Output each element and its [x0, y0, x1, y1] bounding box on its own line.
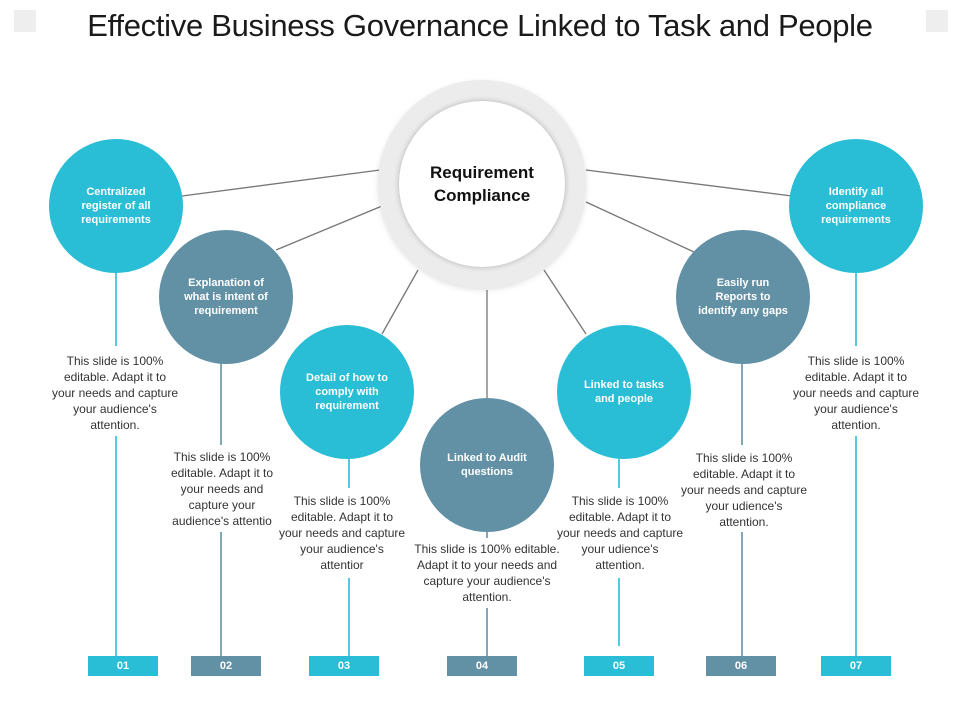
desc-03: This slide is 100% editable. Adapt it to…	[278, 494, 406, 572]
hub-circle: Requirement Compliance	[399, 101, 565, 267]
spoke-02	[275, 205, 383, 251]
spoke-07	[585, 169, 793, 197]
node-07-label: Identify all compliance requirements	[821, 186, 891, 226]
badge-06: 06	[706, 656, 776, 676]
node-06: Easily run Reports to identify any gaps	[676, 230, 810, 364]
corner-decoration-right	[926, 10, 948, 32]
spoke-03	[381, 269, 419, 335]
badge-04: 04	[447, 656, 517, 676]
node-04-label: Linked to Audit questions	[447, 452, 527, 478]
spoke-06	[585, 201, 695, 253]
hub-label: Requirement Compliance	[430, 163, 534, 205]
desc-07: This slide is 100% editable. Adapt it to…	[792, 354, 920, 432]
desc-06: This slide is 100% editable. Adapt it to…	[680, 451, 808, 529]
badge-02: 02	[191, 656, 261, 676]
node-01-label: Centralized register of all requirements	[81, 186, 151, 226]
badge-07: 07	[821, 656, 891, 676]
node-03: Detail of how to comply with requirement	[280, 325, 414, 459]
node-05-label: Linked to tasks and people	[583, 379, 665, 405]
desc-04: This slide is 100% editable. Adapt it to…	[414, 542, 560, 604]
badge-01: 01	[88, 656, 158, 676]
node-02: Explanation of what is intent of require…	[159, 230, 293, 364]
badge-05: 05	[584, 656, 654, 676]
slide-title: Effective Business Governance Linked to …	[87, 8, 873, 43]
node-05: Linked to tasks and people	[557, 325, 691, 459]
corner-decoration-left	[14, 10, 36, 32]
desc-02: This slide is 100% editable. Adapt it to…	[170, 450, 274, 528]
node-03-label: Detail of how to comply with requirement	[306, 372, 388, 412]
badge-03: 03	[309, 656, 379, 676]
spoke-05	[543, 269, 587, 335]
node-07: Identify all compliance requirements	[789, 139, 923, 273]
desc-01: This slide is 100% editable. Adapt it to…	[51, 354, 179, 432]
node-04: Linked to Audit questions	[420, 398, 554, 532]
node-02-label: Explanation of what is intent of require…	[184, 277, 268, 317]
node-06-label: Easily run Reports to identify any gaps	[698, 277, 788, 317]
desc-05: This slide is 100% editable. Adapt it to…	[556, 494, 684, 572]
spoke-01	[181, 169, 381, 197]
node-01: Centralized register of all requirements	[49, 139, 183, 273]
